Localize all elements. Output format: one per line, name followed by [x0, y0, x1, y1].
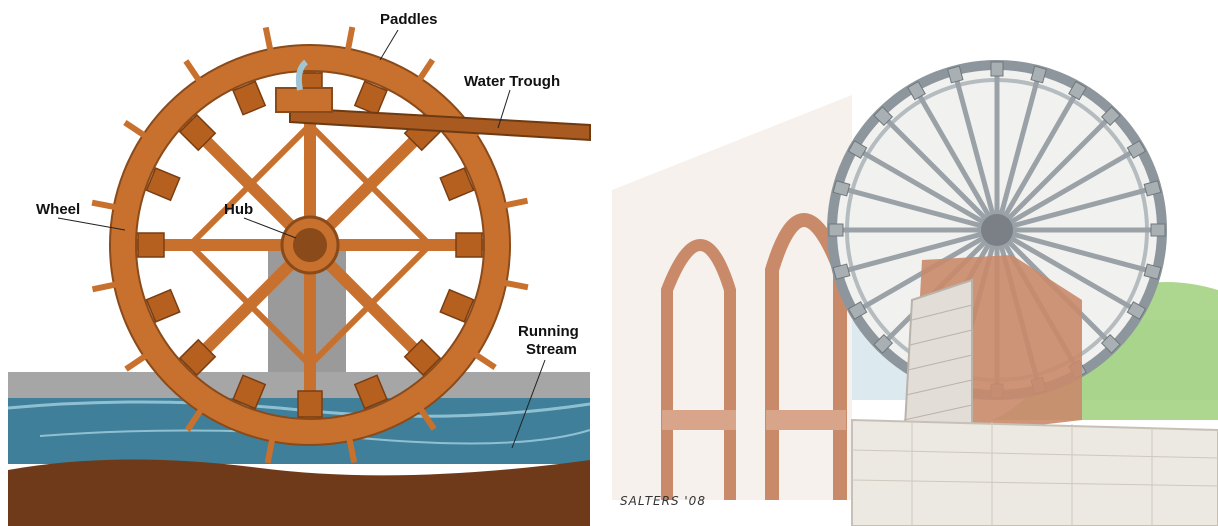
bucket: [456, 233, 482, 257]
paddle: [503, 198, 528, 209]
noria-illustration-svg: SALTERS '08: [612, 0, 1218, 526]
paddle: [504, 280, 529, 290]
paddle: [124, 353, 147, 371]
foreground-wall: [852, 420, 1218, 526]
paddle: [473, 352, 496, 370]
trough-spout-box: [276, 88, 332, 112]
label-wheel: Wheel: [36, 201, 80, 218]
paddle: [345, 27, 355, 52]
label-hub: Hub: [224, 201, 253, 218]
paddle: [183, 59, 201, 82]
pier-base: [662, 410, 736, 430]
label-paddles: Paddles: [380, 11, 438, 28]
label-water-trough: Water Trough: [464, 73, 560, 90]
noria-bucket: [991, 62, 1003, 76]
paddle: [92, 200, 117, 210]
noria-hub: [981, 214, 1013, 246]
bucket: [138, 233, 164, 257]
stream-bed: [8, 459, 590, 526]
artist-signature: SALTERS '08: [620, 494, 706, 508]
paddle: [263, 27, 274, 52]
noria-illustration: SALTERS '08: [612, 0, 1218, 526]
noria-bucket: [1151, 224, 1165, 236]
paddle: [417, 58, 435, 81]
paddle: [92, 282, 117, 293]
noria-bucket: [829, 224, 843, 236]
hub-axle: [293, 228, 327, 262]
paddle: [123, 120, 146, 138]
pier-base: [766, 410, 846, 430]
bucket: [298, 391, 322, 417]
